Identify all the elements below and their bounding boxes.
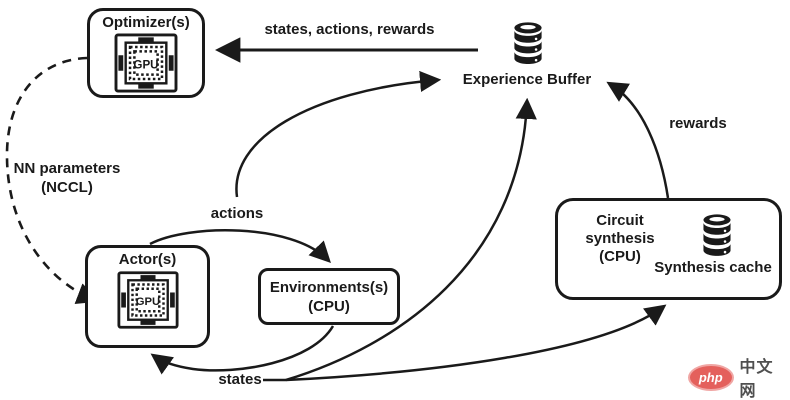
nn-parameters-line2: (NCCL) <box>41 179 93 196</box>
edge-label-nn-parameters: NN parameters (NCCL) <box>2 159 132 197</box>
nn-parameters-line1: NN parameters <box>13 160 121 177</box>
experience-buffer-label: Experience Buffer <box>462 71 592 88</box>
environments-title: Environments(s) <box>269 278 389 296</box>
circuit-synthesis-node: Circuit synthesis (CPU) Synthesis cache <box>555 198 782 300</box>
arrow-states-to-buffer <box>285 97 537 382</box>
arrow-states-to-synthesis <box>285 304 667 382</box>
optimizer-node: Optimizer(s) GPU <box>87 8 205 98</box>
database-icon <box>703 214 731 256</box>
circuit-title-line3: (CPU) <box>599 248 641 265</box>
edge-label-states: states <box>218 371 262 388</box>
arrow-nn-parameters-dashed <box>5 56 100 304</box>
watermark-site-text: 中文网 <box>739 359 774 400</box>
synthesis-cache-label: Synthesis cache <box>654 259 772 276</box>
environments-node: Environments(s) (CPU) <box>258 268 400 325</box>
actor-title: Actor(s) <box>118 251 177 268</box>
environments-subtitle: (CPU) <box>308 297 350 315</box>
circuit-synthesis-title: Circuit synthesis (CPU) <box>572 212 668 266</box>
gpu-chip-icon: GPU <box>116 271 179 329</box>
php-logo: php <box>688 363 734 391</box>
optimizer-title: Optimizer(s) <box>102 14 190 31</box>
arrow-actions-to-buffer <box>235 70 442 198</box>
gpu-chip-icon: GPU <box>114 33 178 93</box>
php-logo-text: php <box>698 369 723 385</box>
arrow-environments-to-actor <box>150 325 335 375</box>
edge-label-states-actions-rewards: states, actions, rewards <box>264 21 435 38</box>
circuit-title-line1: Circuit <box>596 212 644 229</box>
edge-label-rewards: rewards <box>669 115 727 132</box>
database-icon <box>514 22 542 64</box>
actor-node: Actor(s) GPU <box>85 245 210 348</box>
arrow-synthesis-to-buffer <box>606 81 670 199</box>
gpu-chip-label: GPU <box>135 296 159 308</box>
arrow-actor-to-environments <box>149 229 331 264</box>
gpu-chip-label: GPU <box>133 58 158 71</box>
watermark: php 中文网 <box>688 353 790 400</box>
circuit-title-line2: synthesis <box>585 230 655 247</box>
edge-label-actions: actions <box>210 205 264 222</box>
